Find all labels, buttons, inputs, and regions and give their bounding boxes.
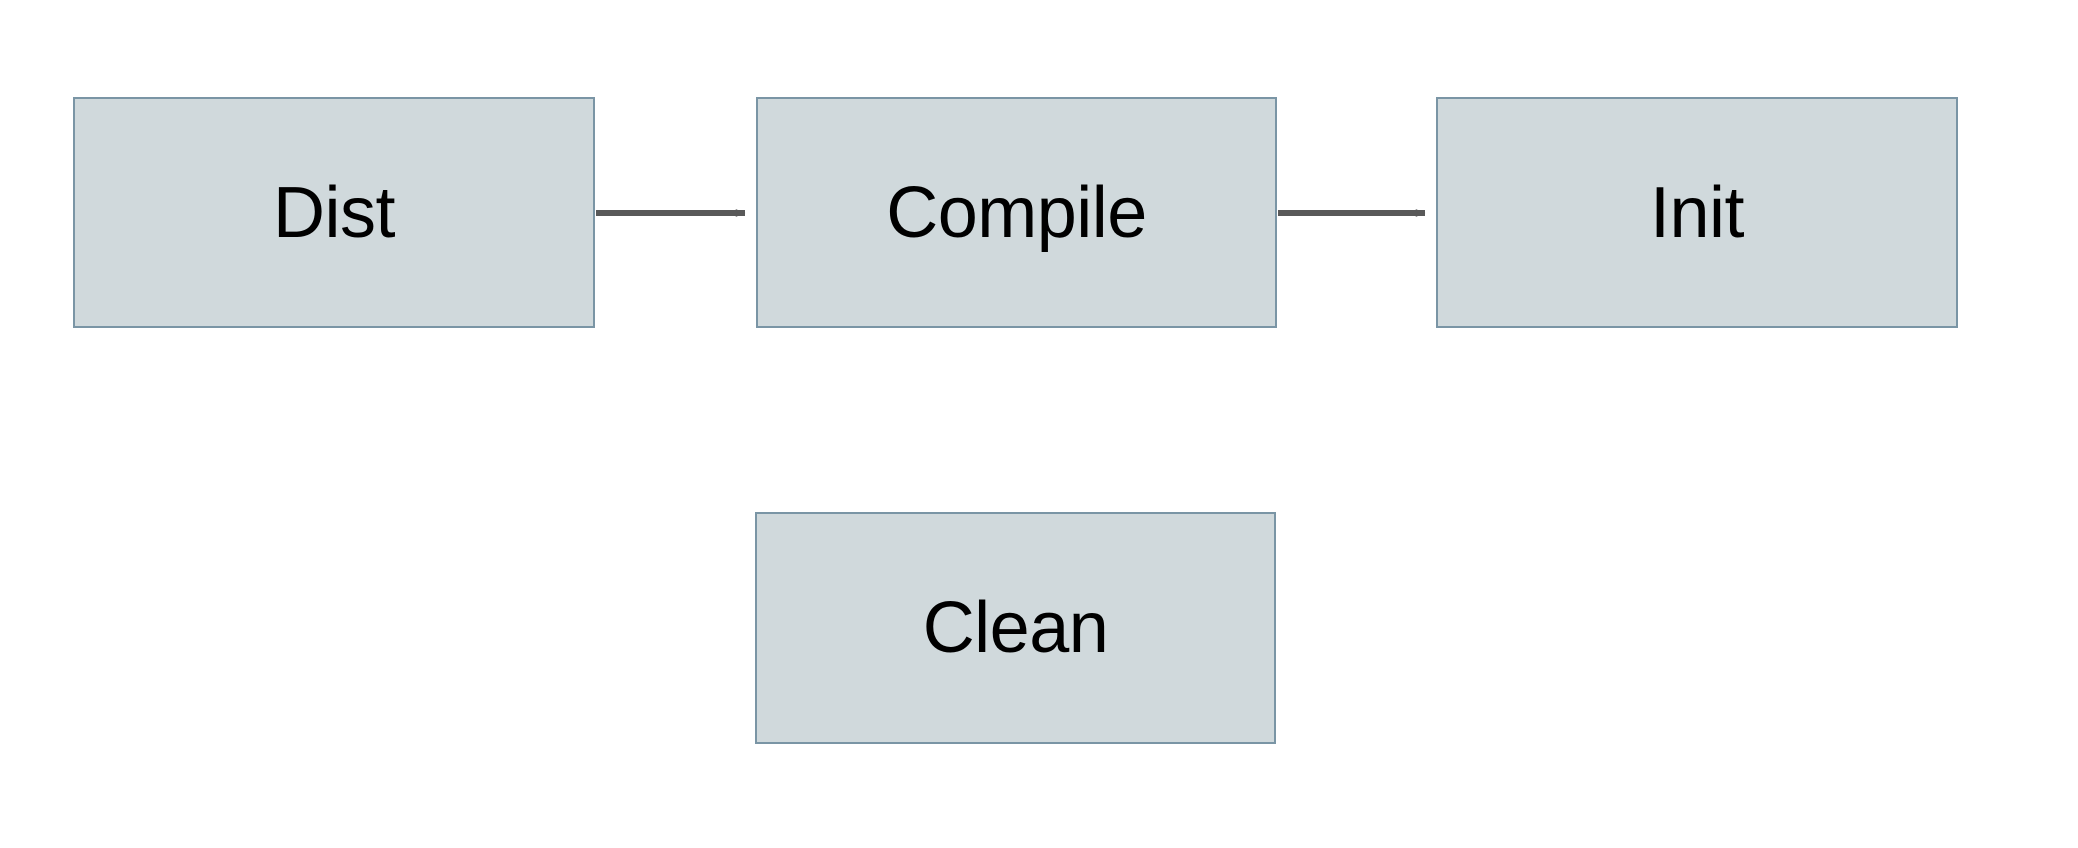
node-dist[interactable]: Dist [73, 97, 595, 328]
node-clean[interactable]: Clean [755, 512, 1276, 744]
node-label-clean: Clean [922, 588, 1109, 668]
node-label-init: Init [1649, 172, 1745, 253]
node-label-compile: Compile [886, 172, 1147, 253]
node-label-dist: Dist [273, 172, 396, 253]
node-init[interactable]: Init [1436, 97, 1958, 328]
node-compile[interactable]: Compile [756, 97, 1277, 328]
